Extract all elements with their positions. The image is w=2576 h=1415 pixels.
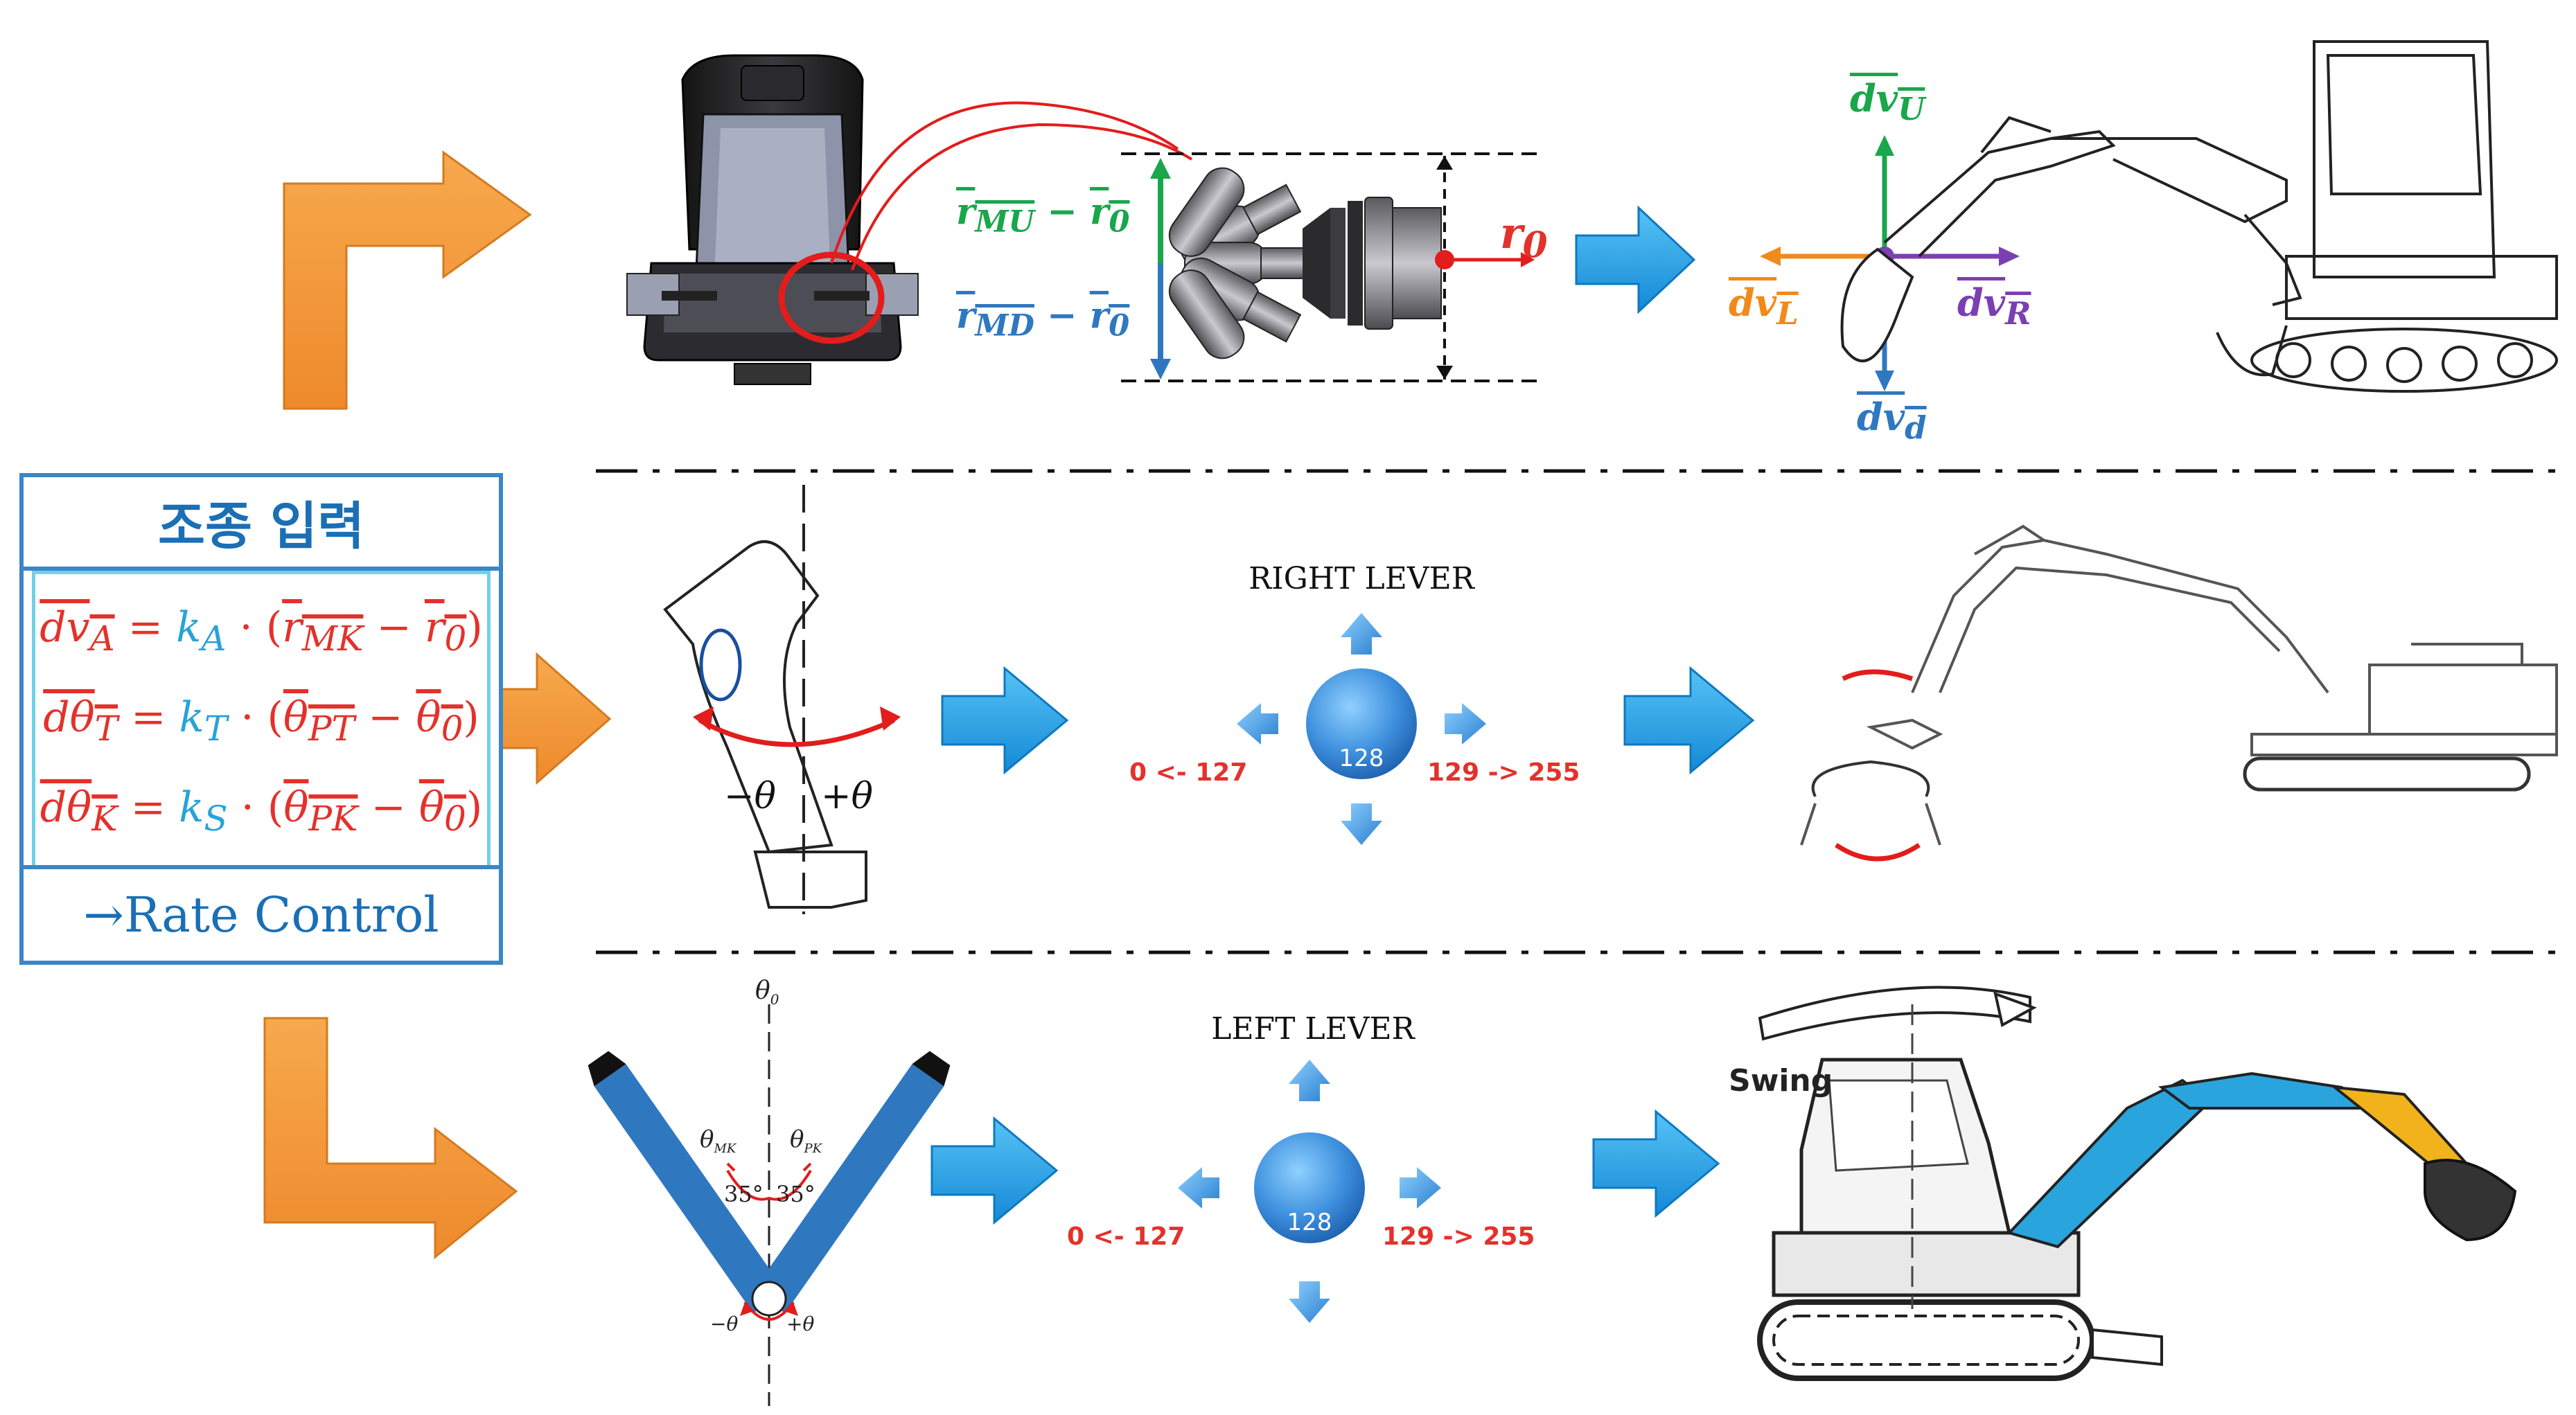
rate-control-label: →Rate Control: [24, 865, 499, 961]
right-lever-left-range: 0 <- 127: [1129, 758, 1248, 787]
orange-arrow-up-right: [283, 150, 532, 410]
blue-arrow-row2-b: [1623, 666, 1755, 775]
control-input-title: 조종 입력: [24, 477, 499, 571]
label-theta-mk: θMK: [700, 1125, 736, 1156]
right-lever-title: RIGHT LEVER: [1249, 561, 1474, 596]
eq1-gain: kA: [176, 603, 227, 659]
right-lever-right-range: 129 -> 255: [1427, 758, 1580, 787]
control-input-box: 조종 입력 dvA = kA · (rMK − r0) dθT = kT · (…: [19, 473, 503, 965]
eq1-lhs: dvA: [39, 603, 115, 659]
equation-dv-a: dvA = kA · (rMK − r0): [39, 603, 483, 659]
eq3-term-a: θPK: [283, 783, 358, 839]
eq3-gain: kS: [179, 783, 228, 839]
label-dv-l: dvL: [1729, 281, 1799, 332]
joystick-image: [1121, 152, 1545, 382]
label-minus-theta-row3: −θ: [710, 1312, 739, 1335]
equations-panel: dvA = kA · (rMK − r0) dθT = kT · (θPT − …: [32, 571, 491, 869]
label-dv-r: dvR: [1957, 281, 2031, 332]
vector-arrow-md: [1150, 263, 1171, 380]
eq1-term-a: rMK: [282, 603, 364, 659]
label-angle-right: 35°: [776, 1181, 815, 1207]
right-lever-diagram: [1237, 613, 1486, 845]
swing-label: Swing: [1729, 1063, 1833, 1098]
excavator-image-row1: [1840, 40, 2558, 393]
label-minus-theta-row2: −θ: [724, 776, 776, 817]
label-theta0: θ0: [755, 977, 779, 1008]
eq3-term-b: θ0: [418, 783, 466, 839]
pedal-angle-diagram: [588, 1004, 951, 1406]
left-lever-left-range: 0 <- 127: [1067, 1222, 1185, 1251]
left-lever-right-range: 129 -> 255: [1382, 1222, 1535, 1251]
label-r-md-minus-r0: rMD − r0: [956, 294, 1130, 344]
vector-arrow-r0: [1445, 252, 1535, 267]
orange-arrow-down-right: [263, 1017, 518, 1260]
label-theta-pk: θPK: [790, 1125, 822, 1156]
eq3-lhs: dθK: [39, 783, 118, 839]
left-lever-diagram: [1178, 1060, 1441, 1323]
eq2-term-a: θPT: [283, 693, 355, 749]
equation-dtheta-t: dθT = kT · (θPT − θ0): [43, 693, 479, 749]
blue-arrow-row3-b: [1592, 1109, 1720, 1218]
eq2-gain: kT: [179, 693, 228, 749]
left-lever-center-value: 128: [1287, 1209, 1332, 1236]
eq2-term-b: θ0: [416, 693, 464, 749]
blue-arrow-row2-a: [941, 666, 1069, 775]
excavator-image-row3: [1757, 986, 2517, 1381]
blue-arrow-row1: [1575, 205, 1696, 314]
vector-arrow-mu: [1150, 158, 1171, 263]
excavator-image-row2: [1800, 524, 2558, 862]
orange-arrow-right: [492, 652, 612, 785]
label-r-mu-minus-r0: rMU − r0: [956, 190, 1130, 240]
connection-cable: [830, 101, 1179, 264]
left-lever-title: LEFT LEVER: [1211, 1011, 1415, 1047]
label-angle-left: 35°: [724, 1181, 764, 1207]
rotation-handle-image: [663, 485, 901, 914]
label-plus-theta-row2: +θ: [821, 776, 873, 817]
blue-arrow-row3-a: [930, 1116, 1059, 1225]
operator-seat-image: [626, 54, 919, 385]
label-dv-d: dvd: [1857, 395, 1927, 446]
label-dv-u: dvU: [1850, 76, 1925, 127]
eq1-term-b: r0: [424, 603, 467, 659]
equation-dtheta-k: dθK = kS · (θPK − θ0): [39, 783, 483, 839]
eq2-lhs: dθT: [43, 693, 118, 749]
right-lever-center-value: 128: [1339, 745, 1384, 772]
label-plus-theta-row3: +θ: [786, 1312, 815, 1335]
label-r0: r0: [1500, 208, 1548, 267]
